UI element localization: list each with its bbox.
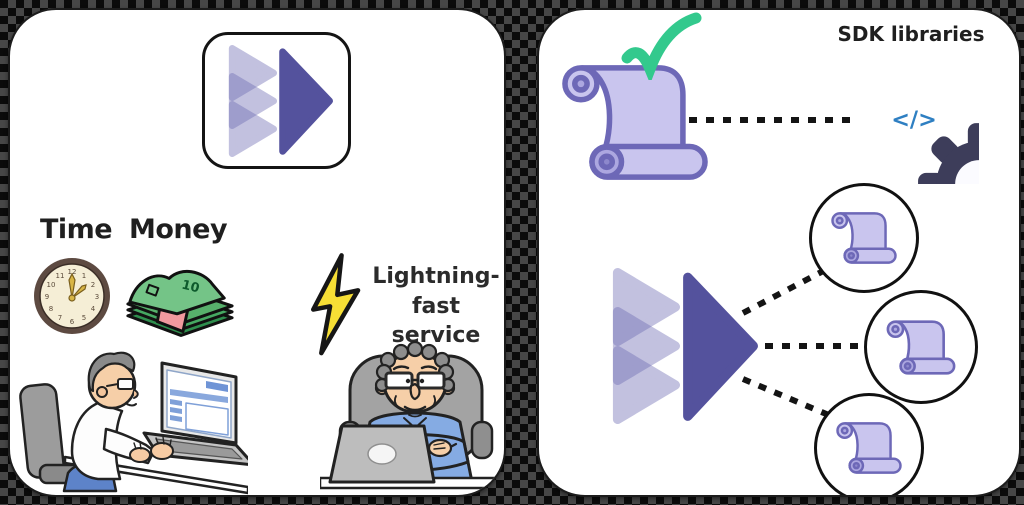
money-stack-icon: 10 [126,269,234,337]
product-logo-box [202,32,351,169]
clock-numeral: 6 [70,318,75,326]
sdk-libraries-label: SDK libraries [837,22,985,46]
clock-numeral: 2 [91,281,95,289]
clock-numeral: 11 [56,272,65,280]
gear-code-icon: </> [849,54,979,184]
layered-triangles-logo-icon [220,45,334,157]
layered-triangles-logo-icon [599,268,761,424]
scroll-icon [833,419,905,477]
bill-value: 10 [180,278,201,297]
left-card: Time Money 12 1 2 3 4 5 6 7 8 9 10 11 [8,8,506,497]
code-glyph: </> [891,107,937,133]
clock-numeral: 9 [45,293,49,301]
scroll-node-top [809,183,919,293]
right-card: SDK libraries </> [537,8,1021,497]
money-label: Money [129,214,228,245]
clock-numeral: 4 [91,305,96,313]
scroll-node-middle [864,290,978,404]
person-arms-crossed-illustration [320,340,504,490]
person-typing-illustration [19,351,248,495]
clock-numeral: 10 [47,281,56,289]
clock-numeral: 8 [49,305,53,313]
gear-icon: </> [891,107,979,184]
scroll-icon [883,317,959,378]
dotted-connector-lines [689,117,869,419]
service-label-line1: Lightning-fast [372,264,500,319]
service-label: Lightning-fast service [360,262,504,351]
clock-numeral: 1 [82,272,86,280]
scroll-node-bottom [814,393,924,495]
clock-numeral: 3 [95,293,99,301]
time-label: Time [40,214,113,245]
clock-numeral: 7 [58,314,62,322]
service-label-line2: service [391,323,481,349]
clock-numeral: 12 [68,268,77,276]
clock-icon: 12 1 2 3 4 5 6 7 8 9 10 11 [34,258,110,334]
green-checkmark-icon [621,12,702,80]
lightning-bolt-icon [311,253,361,356]
scroll-icon [828,209,900,267]
clock-numeral: 5 [82,314,86,322]
